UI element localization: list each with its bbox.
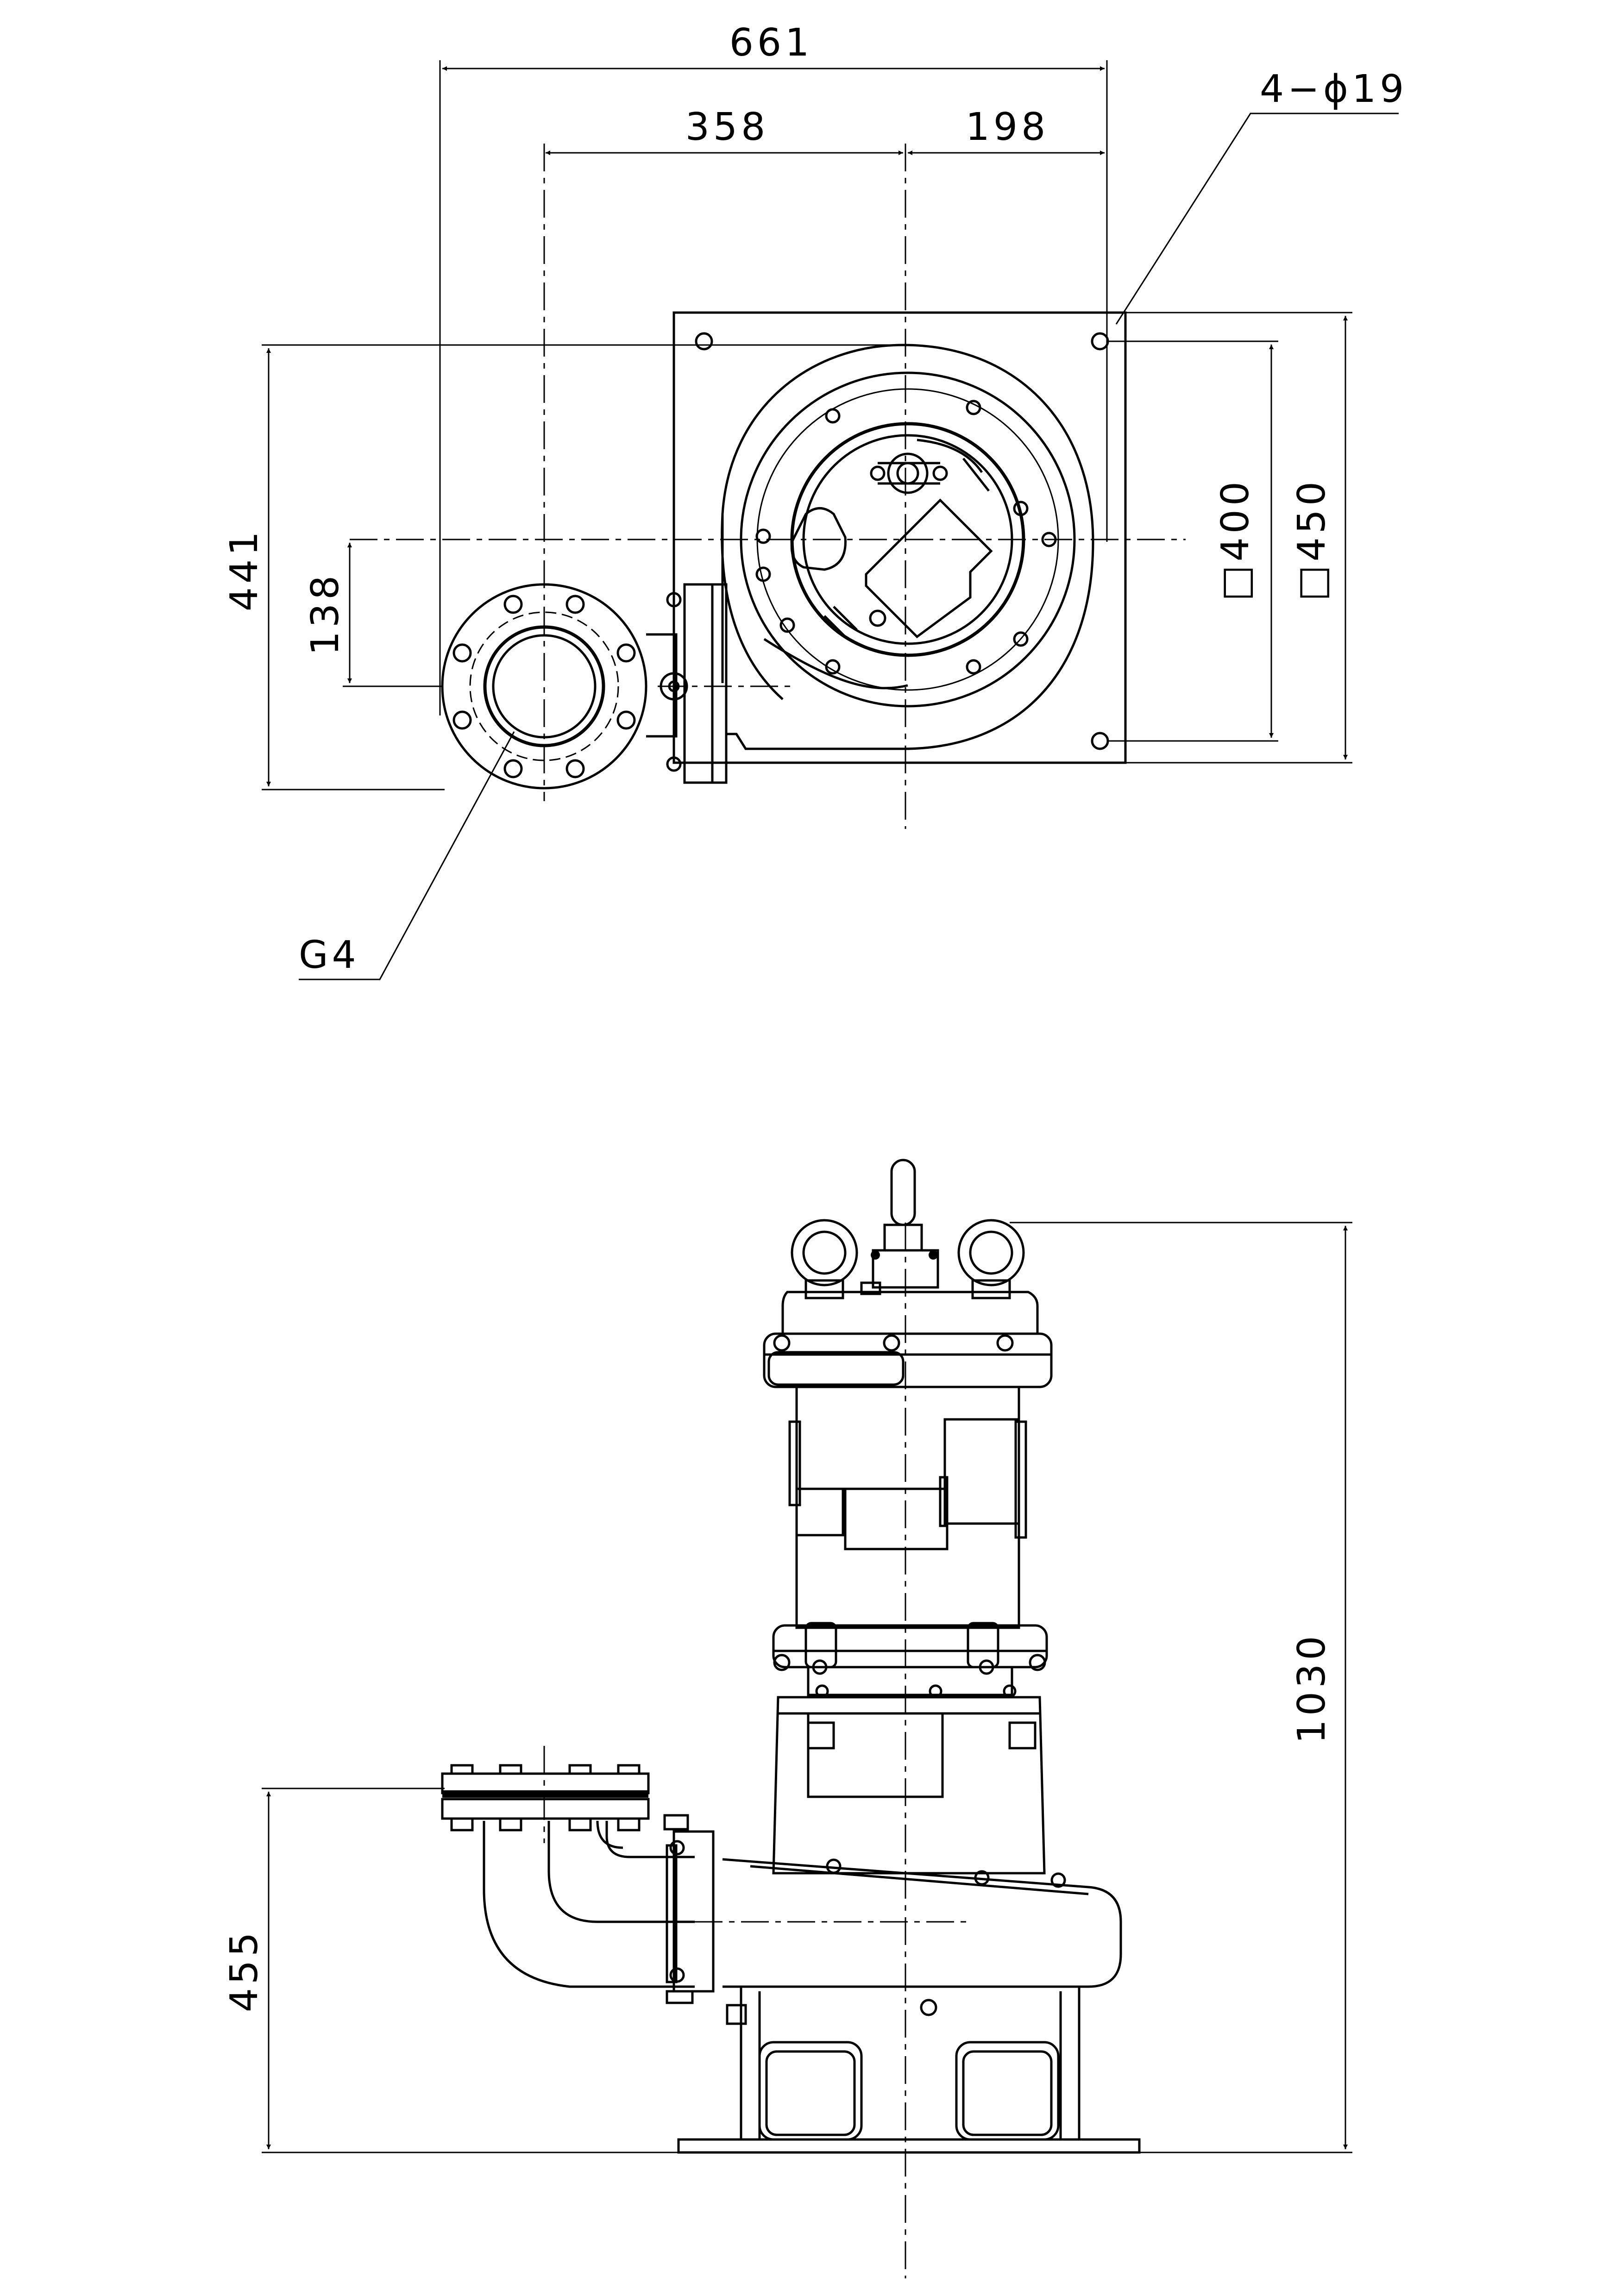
stand-opening-left	[765, 2050, 856, 2136]
dim-base-square: □450	[1290, 478, 1334, 601]
lifting-eyes	[791, 1219, 1025, 1299]
pump-stand	[740, 1987, 1081, 2141]
outlet-bend	[483, 1821, 695, 1988]
dim-bolt-offset: 198	[966, 105, 1049, 149]
dim-outlet-lateral: 138	[303, 572, 347, 656]
dim-anchor-holes: 4−ϕ19	[1260, 67, 1407, 111]
outlet-bracket	[683, 583, 714, 784]
outlet-flange-bottom	[441, 1798, 650, 1820]
pump-housing	[772, 1696, 1046, 1875]
stand-base-plate	[677, 2138, 1141, 2154]
motor-upper-flange	[763, 1332, 1053, 1388]
motor-body	[795, 1386, 1020, 1629]
outlet-flange-top	[441, 1772, 650, 1794]
dim-outlet-height: 455	[222, 1929, 266, 2013]
volute-elevation	[722, 1858, 1122, 1988]
dim-outlet-flange: G4	[299, 933, 360, 977]
outlet-flange-bolts	[450, 1764, 641, 1832]
dim-overall-depth: 441	[222, 528, 266, 612]
plan-view: 661 358 198 4−ϕ19 441 138 □400 □450 G4	[222, 21, 1407, 980]
stand-opening-right	[962, 2050, 1053, 2136]
base-plate	[672, 311, 1127, 764]
volute-outlet-flange	[672, 1830, 715, 1993]
dim-bolt-square: □400	[1213, 478, 1257, 601]
terminal-box	[865, 498, 993, 639]
motor-lower-flange	[772, 1624, 1048, 1669]
volute-casing	[721, 344, 1094, 750]
dim-overall-height: 1030	[1290, 1632, 1334, 1744]
lifting-center	[887, 452, 929, 494]
dim-outlet-offset: 358	[685, 105, 769, 149]
elevation-view: 1030 455	[222, 1159, 1352, 2278]
handle	[890, 1159, 916, 1226]
cable-entry	[790, 507, 847, 571]
dim-overall-width: 661	[729, 21, 813, 65]
